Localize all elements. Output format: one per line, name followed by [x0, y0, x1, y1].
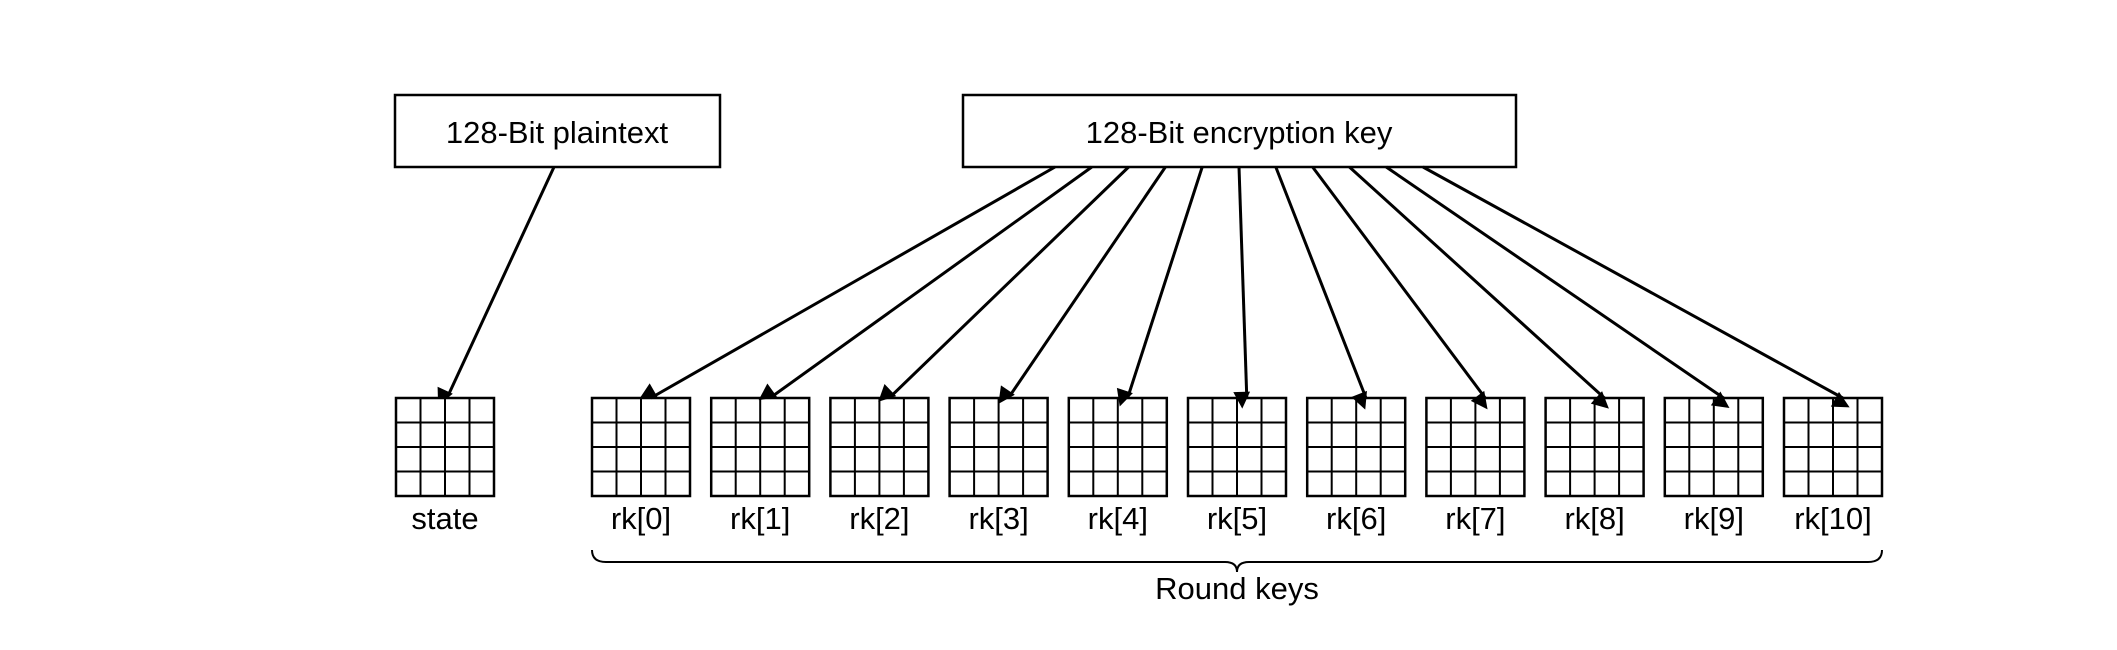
key-to-round-key-arrow — [1233, 166, 1251, 409]
round-key-label: rk[3] — [968, 501, 1028, 536]
round-key-grid — [829, 396, 930, 498]
round-key-label: rk[5] — [1207, 501, 1267, 536]
key-to-round-key-arrow — [1348, 165, 1609, 409]
round-key-label: rk[0] — [611, 501, 671, 536]
state-grid — [394, 396, 496, 498]
key-to-round-key-arrow — [1385, 165, 1730, 408]
encryption-key-label: 128-Bit encryption key — [1086, 115, 1393, 150]
round-key-grid — [1425, 396, 1526, 498]
round-key-label: rk[1] — [730, 501, 790, 536]
round-key-grid — [1663, 396, 1765, 498]
round-key-grid — [1305, 396, 1407, 498]
round-key-label: rk[9] — [1684, 501, 1744, 536]
plaintext-to-state-arrow — [437, 166, 556, 406]
round-key-grid — [948, 396, 1049, 498]
key-to-round-key-arrow — [1274, 166, 1368, 410]
round-key-grid — [1067, 396, 1169, 498]
key-to-round-key-arrow — [1116, 166, 1204, 407]
state-grid-cells — [394, 396, 496, 498]
round-key-label: rk[7] — [1445, 501, 1505, 536]
key-to-round-key-arrow — [758, 165, 1093, 401]
round-key-label: rk[2] — [849, 501, 909, 536]
key-to-round-key-arrow — [998, 166, 1167, 404]
key-to-round-key-arrow — [1422, 165, 1850, 408]
round-key-label: rk[6] — [1326, 501, 1386, 536]
encryption-key-box: 128-Bit encryption key — [961, 93, 1518, 169]
round-key-grid — [1186, 396, 1288, 498]
state-label: state — [411, 501, 478, 536]
round-key-grid — [709, 396, 811, 498]
key-to-round-key-arrow — [1311, 166, 1488, 410]
key-to-round-key-arrow — [639, 165, 1056, 400]
key-to-round-key-arrow — [878, 165, 1130, 402]
round-keys-label: Round keys — [1155, 571, 1319, 606]
round-key-grid — [1782, 396, 1884, 498]
round-key-label: rk[4] — [1088, 501, 1148, 536]
round-key-label: rk[8] — [1564, 501, 1624, 536]
plaintext-label: 128-Bit plaintext — [446, 115, 669, 150]
round-key-grid — [590, 396, 692, 498]
round-key-label: rk[10] — [1794, 501, 1872, 536]
round-keys-brace — [591, 549, 1883, 573]
plaintext-box: 128-Bit plaintext — [393, 93, 722, 169]
round-key-grid — [1544, 396, 1645, 498]
round-keys-group: rk[0] rk[1] rk[2] rk[3] rk[4] rk[5] rk[6] rk[7]… — [590, 165, 1884, 536]
